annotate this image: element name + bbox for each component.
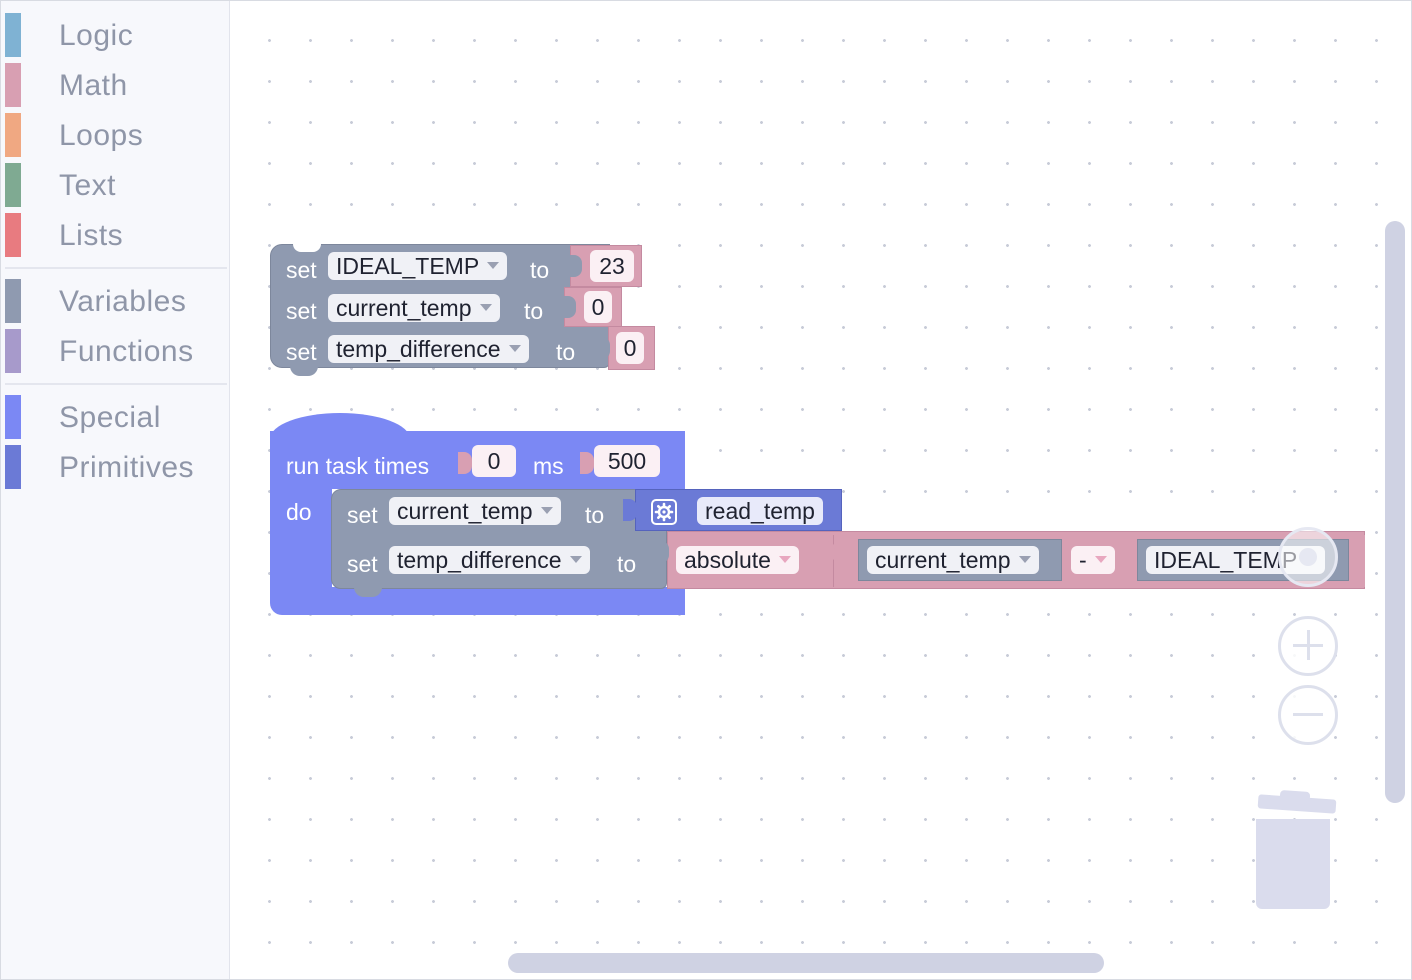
input-notch [655, 541, 669, 563]
category-swatch [5, 13, 21, 57]
category-primitives[interactable]: Primitives [5, 445, 227, 489]
category-label: Variables [59, 285, 187, 318]
category-label: Functions [59, 335, 194, 368]
input-notch [568, 255, 582, 277]
read-temp-label: read_temp [697, 497, 823, 525]
chevron-down-icon [479, 304, 492, 312]
input-notch [1124, 541, 1138, 563]
variable-name: IDEAL_TEMP [336, 253, 480, 279]
variable-name: temp_difference [336, 336, 501, 362]
horizontal-scrollbar[interactable] [508, 953, 1104, 973]
category-label: Special [59, 401, 161, 434]
category-swatch [5, 395, 21, 439]
variable-dropdown-temp-difference[interactable]: temp_difference [328, 335, 529, 363]
category-special[interactable]: Special [5, 395, 227, 439]
number-field[interactable]: 0 [584, 291, 612, 323]
input-notch [623, 499, 637, 521]
category-label: Math [59, 69, 128, 102]
variable-name: current_temp [397, 498, 533, 524]
category-label: Text [59, 169, 117, 202]
run-task-do-arm [270, 487, 332, 587]
variable-dropdown-current-temp[interactable]: current_temp [328, 294, 500, 322]
trash-icon[interactable] [1250, 789, 1338, 911]
run-task-label: run task times [286, 453, 430, 479]
chevron-down-icon [569, 556, 582, 564]
do-label: do [286, 499, 312, 525]
set-keyword: set [286, 257, 317, 283]
input-notch [821, 541, 835, 563]
zoom-out-icon[interactable] [1278, 685, 1338, 745]
vertical-scrollbar[interactable] [1385, 221, 1405, 803]
run-task-footer [270, 587, 685, 615]
set-keyword: set [286, 339, 317, 365]
toolbox-separator [5, 383, 227, 385]
variable-dropdown-current-temp[interactable]: current_temp [867, 546, 1039, 574]
category-swatch [5, 113, 21, 157]
category-swatch [5, 213, 21, 257]
category-label: Logic [59, 19, 134, 52]
workspace-canvas[interactable]: set IDEAL_TEMP to 23 set current_temp to… [230, 1, 1411, 979]
next-connector [354, 587, 382, 597]
input-notch [562, 296, 576, 318]
category-swatch [5, 445, 21, 489]
category-math[interactable]: Math [5, 63, 227, 107]
to-keyword: to [524, 298, 544, 324]
gear-icon[interactable] [651, 499, 677, 525]
input-notch [458, 452, 472, 474]
interval-value-field[interactable]: 500 [594, 445, 660, 477]
category-swatch [5, 279, 21, 323]
variable-dropdown-ideal-temp[interactable]: IDEAL_TEMP [328, 252, 508, 280]
operator-symbol: - [1079, 547, 1087, 573]
input-notch [580, 452, 594, 474]
chevron-down-icon [508, 345, 521, 353]
chevron-down-icon [487, 262, 500, 270]
to-keyword: to [617, 551, 637, 577]
variable-name: temp_difference [397, 547, 562, 573]
variable-name: IDEAL_TEMP [1154, 547, 1298, 573]
times-value-field[interactable]: 0 [472, 445, 516, 477]
category-functions[interactable]: Functions [5, 329, 227, 373]
category-swatch [5, 329, 21, 373]
zoom-in-icon[interactable] [1278, 616, 1338, 676]
category-lists[interactable]: Lists [5, 213, 227, 257]
absolute-dropdown[interactable]: absolute [676, 546, 799, 574]
set-keyword: set [286, 298, 317, 324]
category-swatch [5, 63, 21, 107]
category-loops[interactable]: Loops [5, 113, 227, 157]
variable-name: current_temp [875, 547, 1011, 573]
toolbox-separator [5, 267, 227, 269]
category-label: Lists [59, 219, 124, 252]
category-text[interactable]: Text [5, 163, 227, 207]
number-field[interactable]: 23 [590, 250, 634, 282]
set-keyword: set [347, 551, 378, 577]
to-keyword: to [530, 257, 550, 283]
category-variables[interactable]: Variables [5, 279, 227, 323]
category-label: Primitives [59, 451, 195, 484]
next-connector [290, 366, 318, 376]
ms-label: ms [533, 453, 564, 479]
variable-name: current_temp [336, 295, 472, 321]
chevron-down-icon [778, 556, 791, 564]
reset-view-icon[interactable] [1278, 527, 1338, 587]
chevron-down-icon [540, 507, 553, 515]
set-keyword: set [347, 502, 378, 528]
variable-dropdown-temp-difference[interactable]: temp_difference [389, 546, 590, 574]
operator-dropdown[interactable]: - [1071, 546, 1115, 574]
category-logic[interactable]: Logic [5, 13, 227, 57]
number-field[interactable]: 0 [616, 332, 644, 364]
category-label: Loops [59, 119, 144, 152]
category-swatch [5, 163, 21, 207]
to-keyword: to [585, 502, 605, 528]
variable-dropdown-current-temp[interactable]: current_temp [389, 497, 561, 525]
function-name: absolute [684, 547, 771, 573]
chevron-down-icon [1018, 556, 1031, 564]
toolbox: Logic Math Loops Text Lists Variables Fu… [1, 1, 230, 979]
chevron-down-icon [1094, 556, 1107, 564]
input-notch [596, 337, 610, 359]
to-keyword: to [556, 339, 576, 365]
